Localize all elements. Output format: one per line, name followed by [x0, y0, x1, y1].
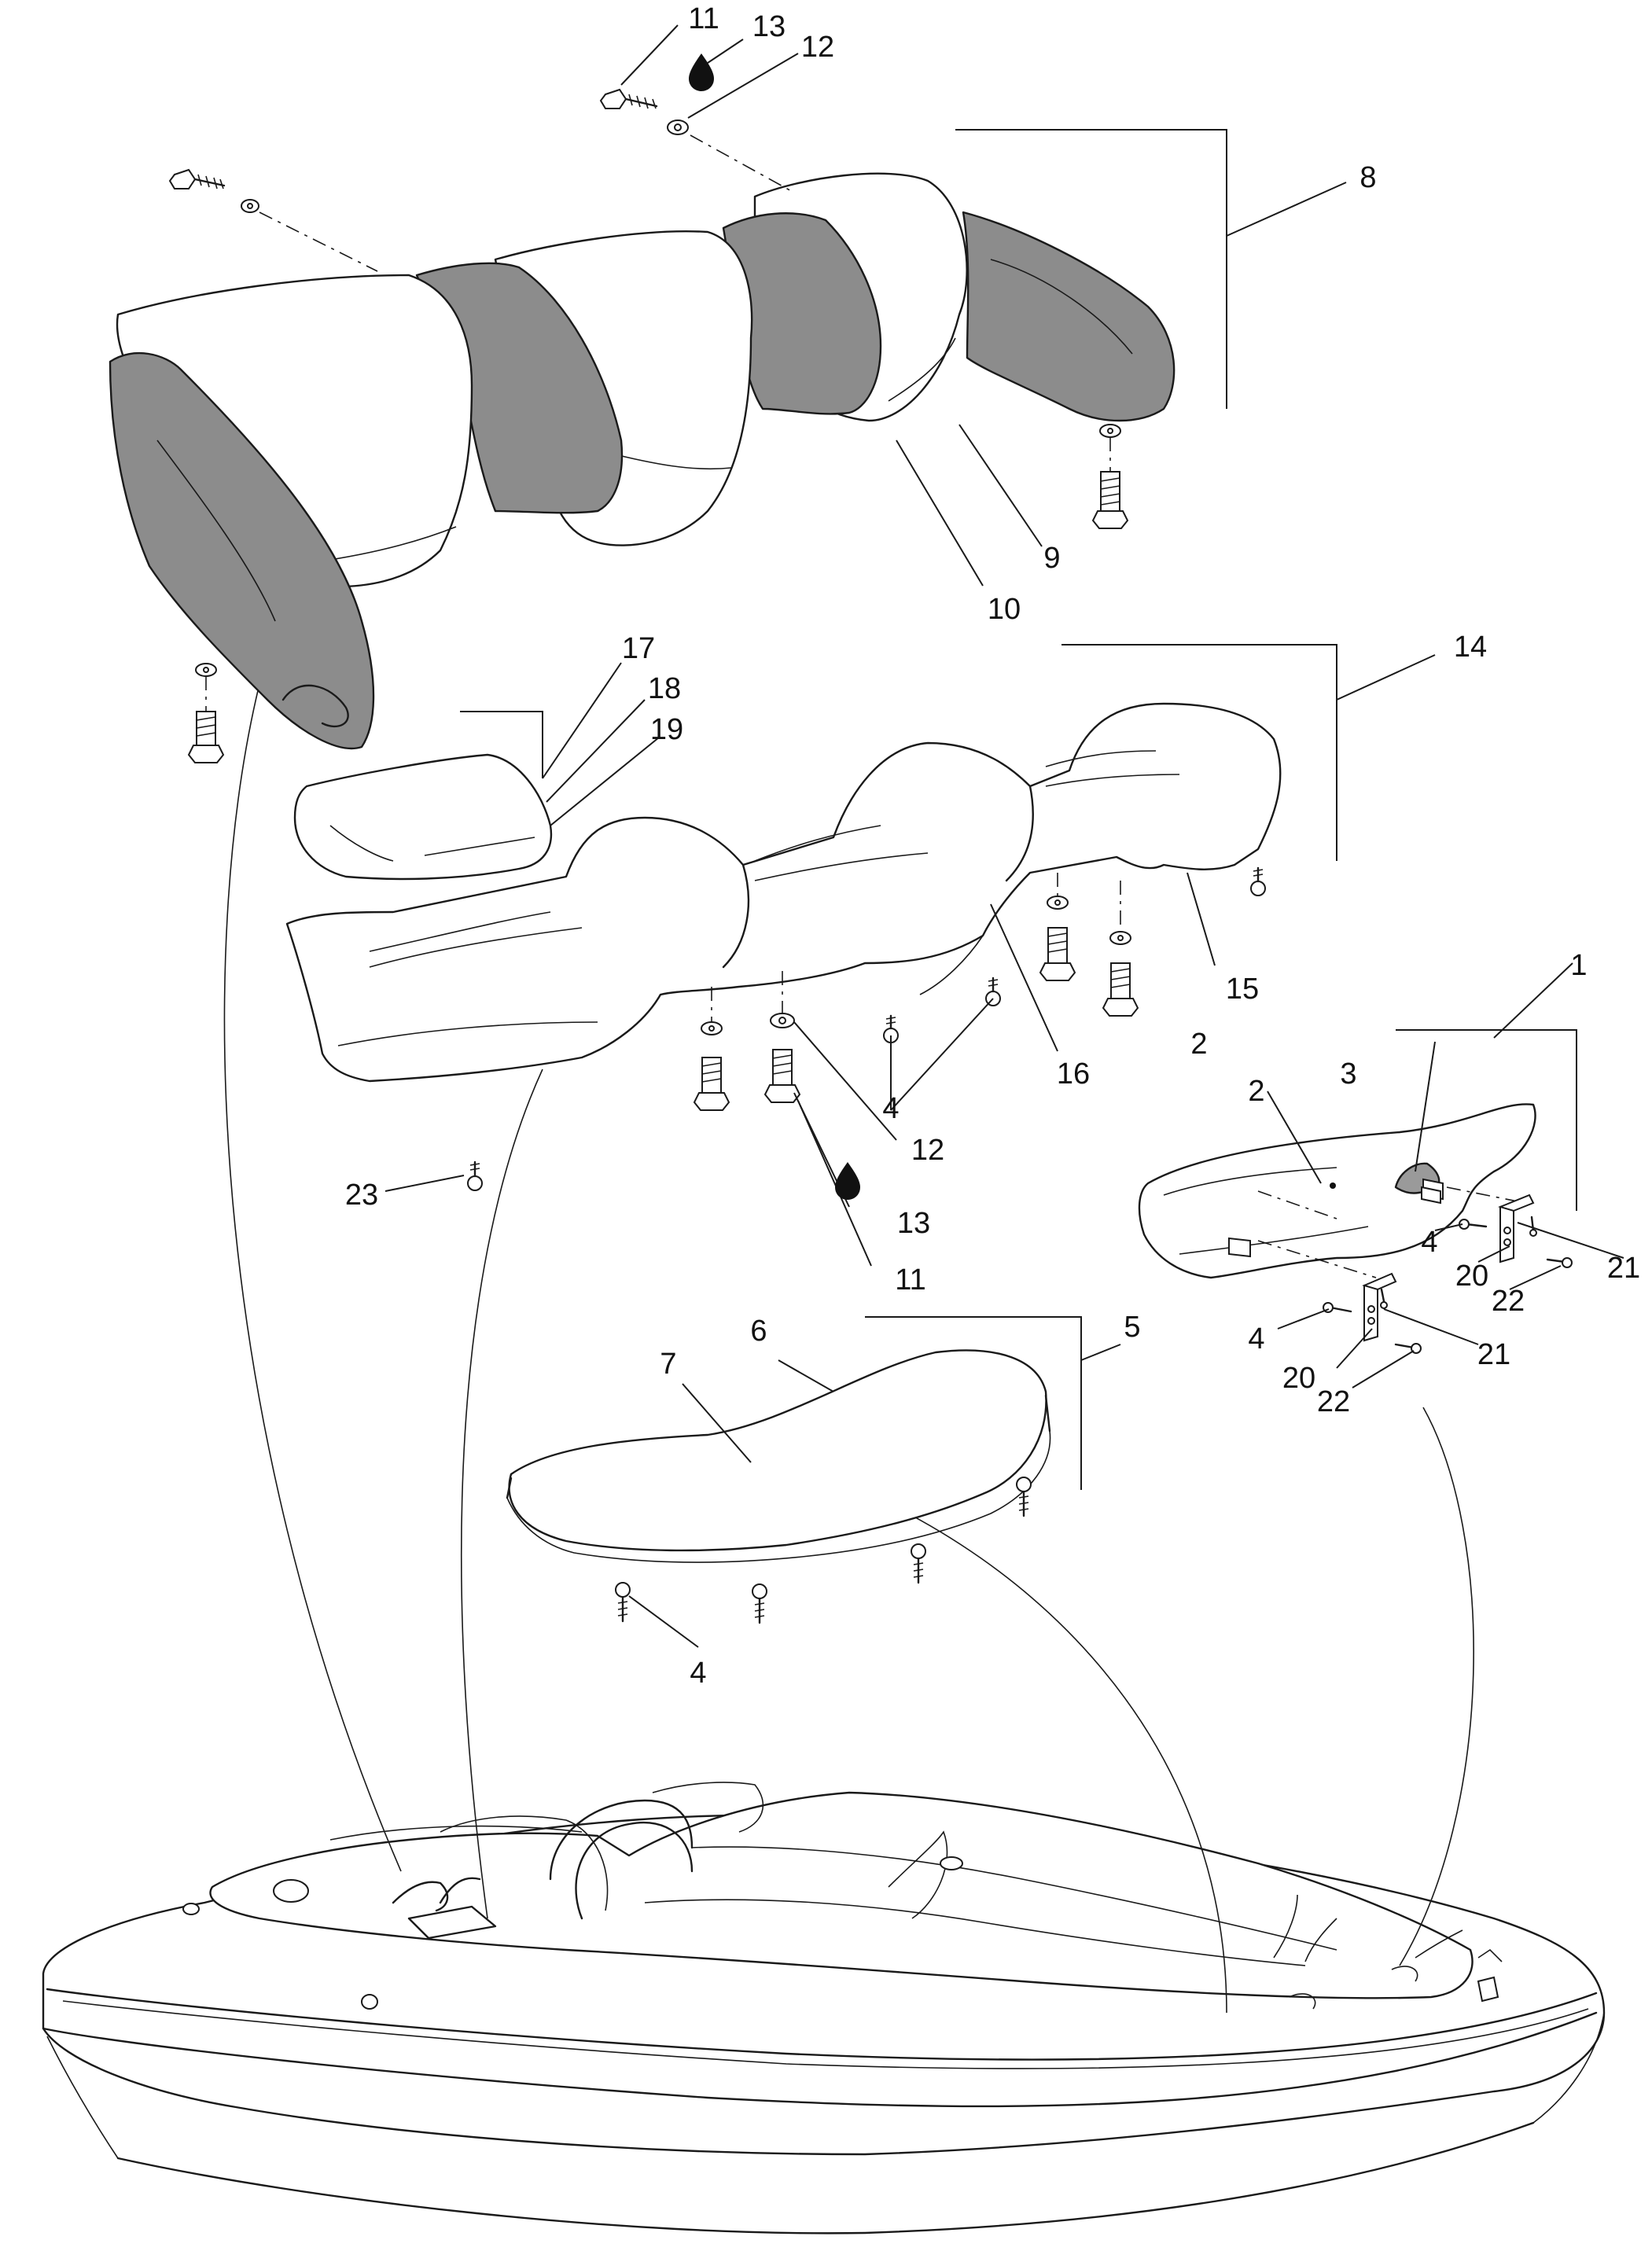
callout-12: 12 [911, 1134, 944, 1167]
callout-20: 20 [1455, 1260, 1488, 1293]
callout-2: 2 [1190, 1028, 1207, 1061]
callout-4: 4 [1421, 1226, 1437, 1259]
callout-16: 16 [1057, 1057, 1090, 1091]
callout-labels: 11 13 12 8 9 10 14 17 18 19 15 16 2 4 12… [345, 2, 1640, 1690]
callout-12: 12 [801, 31, 834, 64]
callout-19: 19 [650, 713, 683, 746]
callout-2: 2 [1248, 1075, 1264, 1108]
backrest-assembly [109, 88, 1227, 763]
callout-13: 13 [897, 1207, 930, 1240]
seat-assembly [285, 644, 1337, 1191]
callout-6: 6 [750, 1315, 767, 1348]
oil-drop-icon [689, 53, 714, 91]
callout-21: 21 [1607, 1252, 1640, 1285]
callout-17: 17 [622, 632, 655, 665]
callout-23: 23 [345, 1179, 378, 1212]
leader-lines [384, 24, 1624, 1648]
callout-11: 11 [688, 2, 719, 35]
callout-22: 22 [1317, 1385, 1350, 1418]
callout-11: 11 [895, 1263, 925, 1297]
callout-18: 18 [648, 672, 681, 705]
callout-4: 4 [882, 1092, 899, 1125]
callout-14: 14 [1454, 631, 1487, 664]
watercraft-hull [42, 1782, 1606, 2234]
callout-1: 1 [1570, 949, 1587, 982]
callout-21: 21 [1477, 1338, 1510, 1371]
callout-20: 20 [1282, 1362, 1315, 1395]
callout-10: 10 [988, 593, 1021, 626]
callout-15: 15 [1226, 973, 1259, 1006]
callout-22: 22 [1492, 1285, 1525, 1318]
installation-guide-lines [223, 683, 1474, 2014]
grab-handle-assembly [1138, 1029, 1577, 1354]
callout-9: 9 [1043, 542, 1060, 575]
oil-drop-icon [835, 1162, 860, 1200]
callout-4: 4 [690, 1657, 706, 1690]
callout-13: 13 [752, 10, 786, 43]
callout-4: 4 [1248, 1322, 1264, 1355]
callout-5: 5 [1124, 1311, 1140, 1344]
callout-7: 7 [660, 1348, 676, 1381]
callout-3: 3 [1340, 1057, 1356, 1091]
callout-8: 8 [1359, 161, 1376, 194]
rear-cushion-assembly [506, 1316, 1082, 1624]
